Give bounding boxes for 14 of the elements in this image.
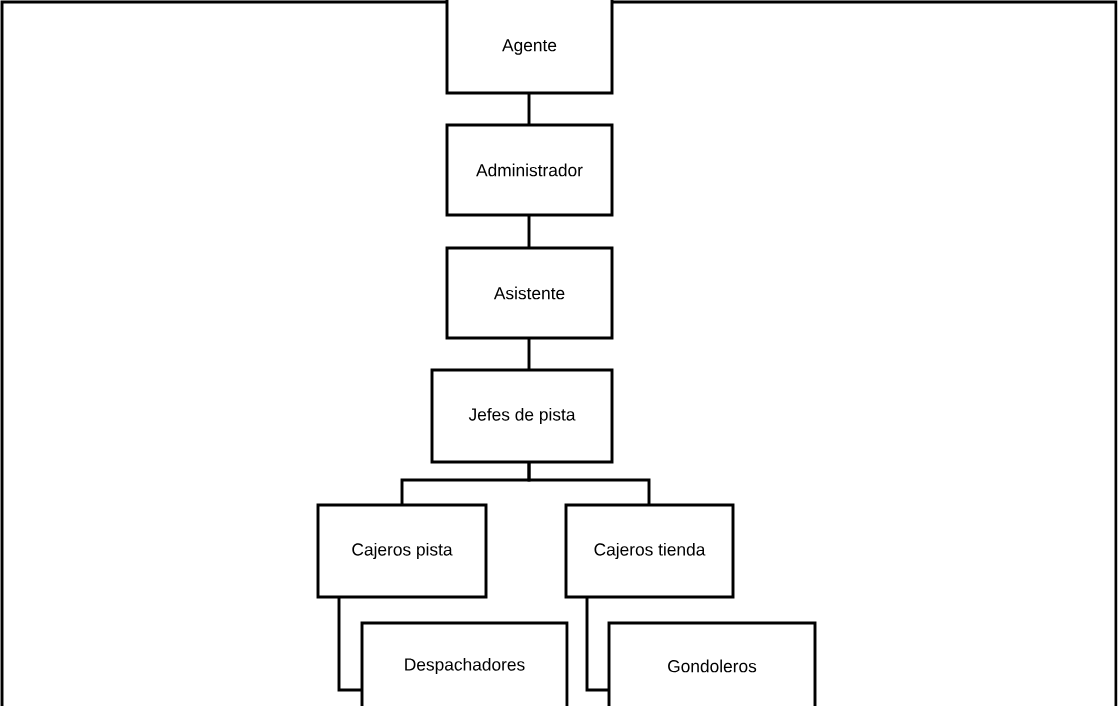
connector-line xyxy=(527,338,531,370)
connector-line xyxy=(527,215,531,248)
connector-line xyxy=(527,462,651,505)
connector-line xyxy=(585,597,609,692)
org-box: Despachadores xyxy=(360,621,569,706)
org-box: Administrador xyxy=(445,123,614,217)
org-box: Asistente xyxy=(445,246,614,340)
org-box: Agente xyxy=(445,0,614,95)
org-box: Cajeros tienda xyxy=(564,503,735,599)
org-box: Jefes de pista xyxy=(430,368,614,464)
connector-line xyxy=(337,597,362,692)
connector-line xyxy=(527,93,531,125)
org-box: Cajeros pista xyxy=(316,503,488,599)
org-box: Gondoleros xyxy=(607,621,817,706)
